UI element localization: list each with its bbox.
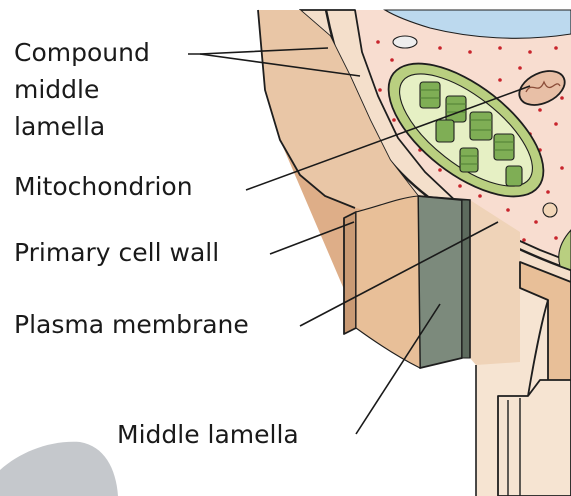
- middle-lamella-highlight: [462, 200, 470, 358]
- label-lamella: lamella: [14, 111, 105, 142]
- primary-cell-wall-flap: [344, 212, 356, 334]
- label-primary-cell-wall: Primary cell wall: [14, 237, 219, 268]
- middle-lamella-face: [418, 196, 462, 368]
- primary-cell-wall-flap-face: [356, 196, 420, 368]
- vesicle: [543, 203, 557, 217]
- label-middle-lamella: Middle lamella: [117, 419, 299, 450]
- label-plasma-membrane: Plasma membrane: [14, 309, 249, 340]
- lower-right-wall-front: [498, 380, 571, 496]
- label-mitochondrion: Mitochondrion: [14, 171, 193, 202]
- vesicle: [393, 36, 417, 48]
- label-middle: middle: [14, 74, 99, 105]
- label-compound: Compound: [14, 37, 150, 68]
- corner-decoration: [0, 442, 118, 496]
